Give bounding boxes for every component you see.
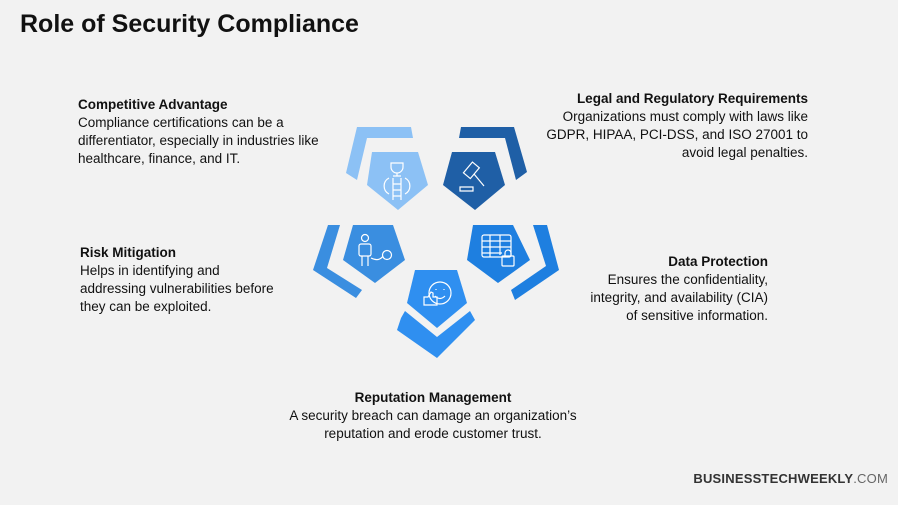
- page-title: Role of Security Compliance: [20, 10, 359, 38]
- brand-suffix: .COM: [853, 471, 888, 486]
- item-body-line: A security breach can damage an organiza…: [289, 408, 577, 423]
- item-heading: Reputation Management: [354, 390, 512, 405]
- gavel-icon: [459, 161, 485, 192]
- bracket-risk-mitigation: [313, 225, 362, 298]
- item-body-line: they can be exploited.: [80, 299, 212, 314]
- bracket-data-protection: [511, 225, 559, 300]
- item-competitive-advantage: Competitive Advantage Compliance certifi…: [78, 96, 319, 168]
- pentagon-competitive-advantage: [367, 152, 428, 210]
- item-heading: Data Protection: [668, 254, 768, 269]
- trophy-ladder-icon: [383, 162, 411, 200]
- item-data-protection: Data Protection Ensures the confidential…: [590, 253, 768, 325]
- bracket-reputation-management: [397, 311, 475, 358]
- item-heading: Risk Mitigation: [80, 245, 177, 260]
- item-legal-regulatory: Legal and Regulatory Requirements Organi…: [546, 90, 808, 162]
- table-lock-icon: [481, 234, 515, 267]
- item-body-line: Ensures the confidentiality,: [607, 272, 768, 287]
- item-reputation-management: Reputation Management A security breach …: [233, 389, 633, 443]
- item-risk-mitigation: Risk Mitigation Helps in identifying and…: [80, 244, 274, 316]
- item-body-line: integrity, and availability (CIA): [590, 290, 768, 305]
- item-body-line: Compliance certifications can be a: [78, 115, 284, 130]
- pentagon-risk-mitigation: [343, 225, 405, 283]
- pentagon-legal-regulatory: [443, 152, 505, 210]
- brand-logo: BUSINESSTECHWEEKLY.COM: [693, 471, 888, 486]
- item-heading: Legal and Regulatory Requirements: [576, 91, 808, 106]
- item-body-line: Helps in identifying and: [80, 263, 220, 278]
- item-body-line: healthcare, finance, and IT.: [78, 151, 241, 166]
- brand-name: BUSINESSTECHWEEKLY: [693, 471, 854, 486]
- item-body-line: of sensitive information.: [626, 308, 768, 323]
- item-body-line: Organizations must comply with laws like: [562, 109, 808, 124]
- item-body-line: reputation and erode customer trust.: [324, 426, 542, 441]
- person-ball-chain-icon: [358, 233, 393, 266]
- item-body-line: addressing vulnerabilities before: [80, 281, 274, 296]
- item-body-line: GDPR, HIPAA, PCI-DSS, and ISO 27001 to: [546, 127, 808, 142]
- pentagon-data-protection: [467, 225, 530, 283]
- smiley-thumbs-up-icon: [423, 281, 452, 306]
- bracket-legal-regulatory: [459, 127, 527, 180]
- bracket-competitive-advantage: [346, 127, 413, 180]
- item-body-line: differentiator, especially in industries…: [78, 133, 319, 148]
- item-heading: Competitive Advantage: [78, 97, 228, 112]
- item-body-line: avoid legal penalties.: [681, 145, 808, 160]
